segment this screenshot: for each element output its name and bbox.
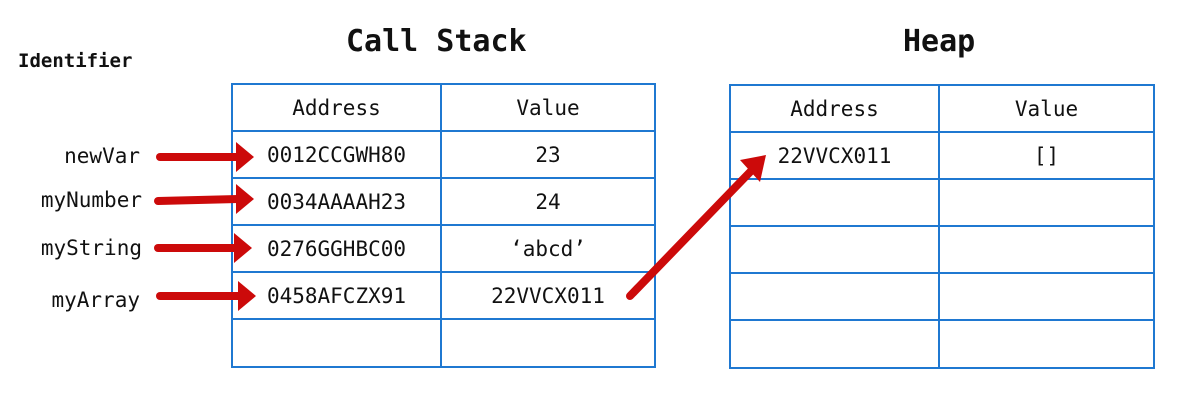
heap-address-cell [729, 319, 940, 369]
heap-value-cell [938, 225, 1155, 274]
heap-address-cell [729, 178, 940, 227]
table-row [729, 272, 1155, 321]
arrow-mynumber [154, 195, 242, 205]
stack-value-cell: 22VVCX011 [440, 271, 656, 320]
table-row [729, 178, 1155, 227]
stack-address-cell: 0034AAAAH23 [231, 177, 442, 226]
stack-address-cell [231, 318, 442, 368]
table-row [729, 319, 1155, 369]
identifier-heading: Identifier [18, 50, 133, 72]
call-stack-address-header: Address [231, 83, 442, 132]
table-row: 0458AFCZX91 22VVCX011 [231, 271, 656, 320]
heap-title: Heap [903, 24, 976, 59]
heap-address-cell: 22VVCX011 [729, 131, 940, 180]
table-row [231, 318, 656, 368]
stack-value-cell: 24 [440, 177, 656, 226]
arrowhead-icon [236, 142, 254, 172]
call-stack-table: Address Value 0012CCGWH80 23 0034AAAAH23… [231, 83, 656, 368]
heap-value-cell: [] [938, 131, 1155, 180]
heap-address-cell [729, 225, 940, 274]
table-row: 0276GGHBC00 ‘abcd’ [231, 224, 656, 273]
heap-address-header: Address [729, 84, 940, 133]
heap-value-header: Value [938, 84, 1155, 133]
heap-value-cell [938, 319, 1155, 369]
arrowhead-icon [236, 184, 254, 214]
stack-value-cell: ‘abcd’ [440, 224, 656, 273]
stack-address-cell: 0458AFCZX91 [231, 271, 442, 320]
call-stack-value-header: Value [440, 83, 656, 132]
stack-address-cell: 0276GGHBC00 [231, 224, 442, 273]
table-row: 0012CCGWH80 23 [231, 130, 656, 179]
identifier-myarray: myArray [51, 288, 140, 312]
identifier-mystring: myString [40, 236, 142, 260]
heap-value-cell [938, 178, 1155, 227]
stack-address-cell: 0012CCGWH80 [231, 130, 442, 179]
arrowhead-icon [740, 155, 766, 182]
arrowhead-icon [238, 281, 256, 311]
arrow-stack-to-heap [626, 166, 756, 300]
identifier-mynumber: myNumber [40, 188, 142, 212]
heap-address-cell [729, 272, 940, 321]
table-row: 0034AAAAH23 24 [231, 177, 656, 226]
identifier-newvar: newVar [64, 144, 140, 168]
stack-value-cell [440, 318, 656, 368]
arrowhead-icon [234, 233, 252, 263]
call-stack-header-row: Address Value [231, 83, 656, 132]
stack-value-cell: 23 [440, 130, 656, 179]
table-row: 22VVCX011 [] [729, 131, 1155, 180]
table-row [729, 225, 1155, 274]
heap-value-cell [938, 272, 1155, 321]
heap-header-row: Address Value [729, 84, 1155, 133]
heap-table: Address Value 22VVCX011 [] [729, 84, 1155, 369]
arrowheads [234, 142, 766, 311]
call-stack-title: Call Stack [346, 24, 527, 59]
